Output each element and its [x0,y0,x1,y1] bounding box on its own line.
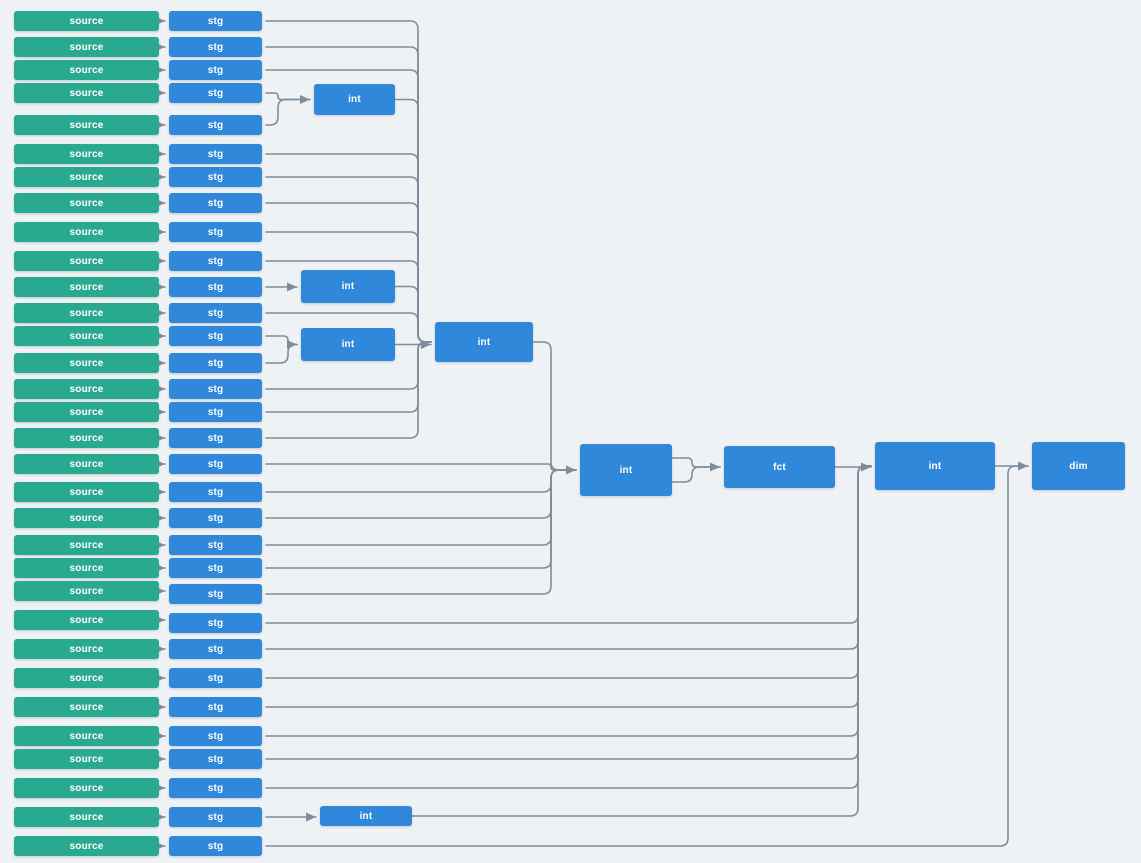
node-stg23[interactable]: stg [169,584,262,604]
node-src15[interactable]: source [14,379,159,399]
node-stg27[interactable]: stg [169,697,262,717]
edge-stg-to-int-bundle [265,469,577,493]
node-src19[interactable]: source [14,482,159,502]
node-src23[interactable]: source [14,581,159,601]
node-src32[interactable]: source [14,836,159,856]
edge-stg-to-int-bundle [265,465,872,679]
edge-stg-to-int-bundle [265,469,577,569]
node-stg5[interactable]: stg [169,115,262,135]
node-intC[interactable]: int [301,328,395,361]
node-stg19[interactable]: stg [169,482,262,502]
node-stg4[interactable]: stg [169,83,262,103]
node-src17[interactable]: source [14,428,159,448]
edge-stg-to-int [265,92,311,104]
node-src3[interactable]: source [14,60,159,80]
node-stg15[interactable]: stg [169,379,262,399]
node-stg2[interactable]: stg [169,37,262,57]
edge-stg-to-int-bundle [265,465,872,789]
node-src1[interactable]: source [14,11,159,31]
edge-stg-to-int-bundle [265,463,577,471]
node-intE[interactable]: int [580,444,672,496]
node-src21[interactable]: source [14,535,159,555]
node-dim1[interactable]: dim [1032,442,1125,490]
node-src30[interactable]: source [14,778,159,798]
node-stg6[interactable]: stg [169,144,262,164]
node-intB[interactable]: int [301,270,395,303]
node-src12[interactable]: source [14,303,159,323]
node-stg8[interactable]: stg [169,193,262,213]
edge-stg-to-int [265,98,311,126]
node-intF[interactable]: int [320,806,412,826]
node-src22[interactable]: source [14,558,159,578]
node-src20[interactable]: source [14,508,159,528]
node-stg10[interactable]: stg [169,251,262,271]
node-src10[interactable]: source [14,251,159,271]
node-stg26[interactable]: stg [169,668,262,688]
node-src11[interactable]: source [14,277,159,297]
node-stg32[interactable]: stg [169,836,262,856]
node-fct1[interactable]: fct [724,446,835,488]
node-stg24[interactable]: stg [169,613,262,633]
node-stg29[interactable]: stg [169,749,262,769]
node-src25[interactable]: source [14,639,159,659]
edge-stg-to-int-bundle [265,465,872,708]
node-src14[interactable]: source [14,353,159,373]
node-stg1[interactable]: stg [169,11,262,31]
node-src24[interactable]: source [14,610,159,630]
node-src9[interactable]: source [14,222,159,242]
node-src13[interactable]: source [14,326,159,346]
node-stg9[interactable]: stg [169,222,262,242]
edge-stg-to-int [265,343,298,364]
node-stg14[interactable]: stg [169,353,262,373]
node-src31[interactable]: source [14,807,159,827]
node-intA[interactable]: int [314,84,395,115]
node-stg17[interactable]: stg [169,428,262,448]
node-stg21[interactable]: stg [169,535,262,555]
edge-stg-to-int-bundle [265,465,872,650]
node-stg12[interactable]: stg [169,303,262,323]
edge-int-to-fct [671,457,721,472]
edge-stg-to-int [265,335,298,349]
edge-stg-to-int-bundle [265,465,872,760]
node-stg16[interactable]: stg [169,402,262,422]
edge-int-to-int [532,341,577,475]
node-src6[interactable]: source [14,144,159,164]
node-stg11[interactable]: stg [169,277,262,297]
edge-stg-to-int-bundle [265,465,872,737]
edge-stg-to-int-bundle [265,469,577,546]
node-src4[interactable]: source [14,83,159,103]
edge-stg-to-dim [265,465,1029,847]
node-src18[interactable]: source [14,454,159,474]
node-src29[interactable]: source [14,749,159,769]
node-stg25[interactable]: stg [169,639,262,659]
node-stg22[interactable]: stg [169,558,262,578]
node-src7[interactable]: source [14,167,159,187]
edge-stg-to-int-bundle [265,469,577,595]
edge-stg-to-int-bundle [265,176,432,343]
edge-int-to-int [394,98,432,343]
node-src8[interactable]: source [14,193,159,213]
edge-int-to-fct [671,466,721,483]
node-stg28[interactable]: stg [169,726,262,746]
node-stg18[interactable]: stg [169,454,262,474]
edge-stg-to-int-bundle [265,469,577,519]
node-src16[interactable]: source [14,402,159,422]
node-stg7[interactable]: stg [169,167,262,187]
node-intG[interactable]: int [875,442,995,490]
edge-int-to-int [394,285,432,343]
node-stg20[interactable]: stg [169,508,262,528]
node-src2[interactable]: source [14,37,159,57]
node-src26[interactable]: source [14,668,159,688]
node-stg13[interactable]: stg [169,326,262,346]
node-src27[interactable]: source [14,697,159,717]
node-src28[interactable]: source [14,726,159,746]
node-stg31[interactable]: stg [169,807,262,827]
node-stg3[interactable]: stg [169,60,262,80]
node-stg30[interactable]: stg [169,778,262,798]
node-src5[interactable]: source [14,115,159,135]
node-intD[interactable]: int [435,322,533,362]
edge-int-to-int [411,465,872,817]
